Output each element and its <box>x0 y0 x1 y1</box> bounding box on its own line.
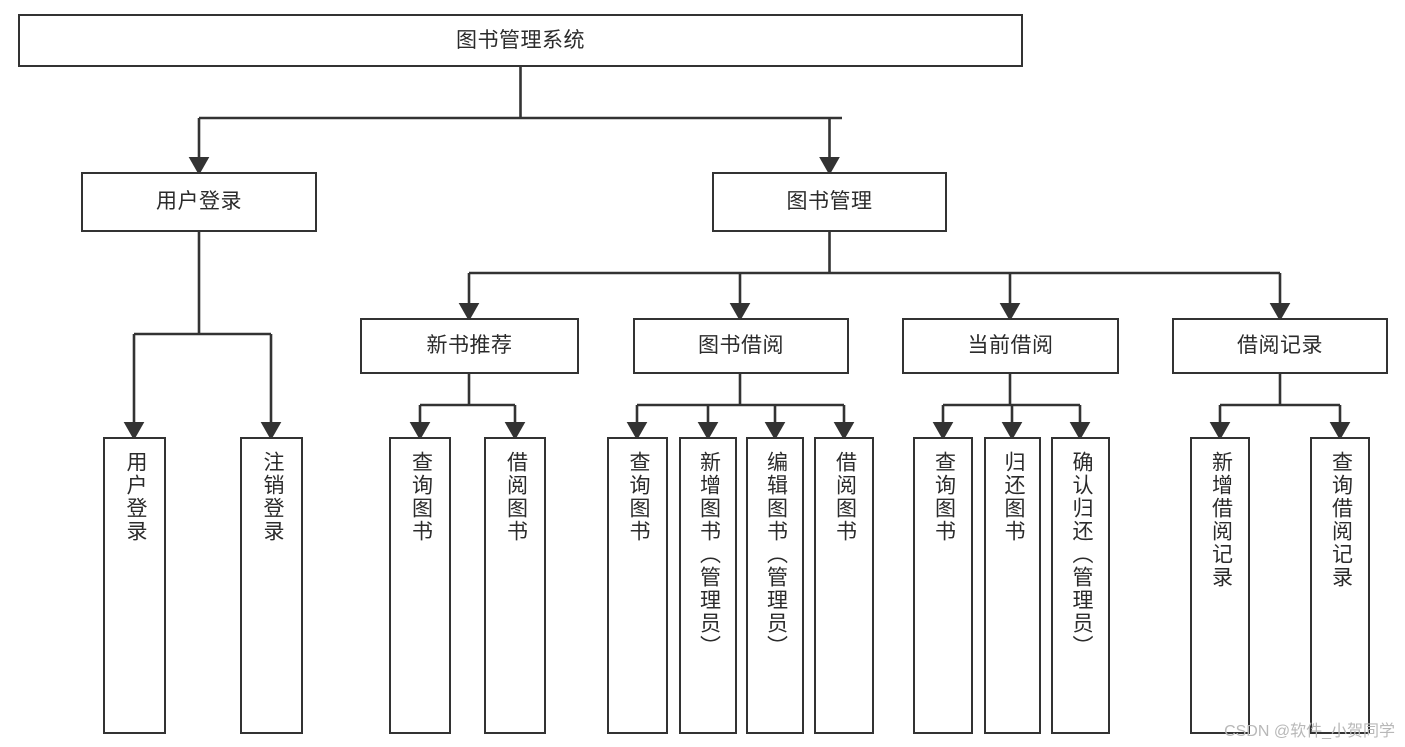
leaf-book-borrow-1[interactable]: 新增图书（管理员） <box>679 437 737 734</box>
leaf-book-borrow-0-label: 查询图书 <box>626 451 650 543</box>
leaf-book-borrow-3-label: 借阅图书 <box>833 451 857 543</box>
leaf-book-borrow-0[interactable]: 查询图书 <box>607 437 668 734</box>
leaf-user-login-1-label: 注销登录 <box>260 451 284 543</box>
leaf-user-login-0[interactable]: 用户登录 <box>103 437 166 734</box>
node-new-book-recommend[interactable]: 新书推荐 <box>360 318 579 374</box>
leaf-book-borrow-3[interactable]: 借阅图书 <box>814 437 874 734</box>
node-book-borrow[interactable]: 图书借阅 <box>633 318 849 374</box>
leaf-current-borrow-1[interactable]: 归还图书 <box>984 437 1041 734</box>
leaf-new-book-0[interactable]: 查询图书 <box>389 437 451 734</box>
leaf-borrow-record-1[interactable]: 查询借阅记录 <box>1310 437 1370 734</box>
node-user-login-label: 用户登录 <box>156 190 242 214</box>
node-root[interactable]: 图书管理系统 <box>18 14 1023 67</box>
node-user-login[interactable]: 用户登录 <box>81 172 317 232</box>
leaf-new-book-1[interactable]: 借阅图书 <box>484 437 546 734</box>
leaf-current-borrow-1-label: 归还图书 <box>1001 451 1025 543</box>
leaf-book-borrow-2[interactable]: 编辑图书（管理员） <box>746 437 804 734</box>
leaf-current-borrow-0[interactable]: 查询图书 <box>913 437 973 734</box>
node-book-manage-label: 图书管理 <box>786 190 873 214</box>
node-borrow-record[interactable]: 借阅记录 <box>1172 318 1388 374</box>
leaf-current-borrow-0-label: 查询图书 <box>932 451 956 543</box>
leaf-new-book-1-label: 借阅图书 <box>504 451 528 543</box>
leaf-borrow-record-1-label: 查询借阅记录 <box>1329 451 1353 589</box>
csdn-watermark: CSDN @软件_小贺同学 <box>1224 723 1395 740</box>
leaf-current-borrow-2-label: 确认归还（管理员） <box>1069 451 1093 658</box>
node-new-book-recommend-label: 新书推荐 <box>426 334 513 358</box>
node-book-borrow-label: 图书借阅 <box>698 334 784 358</box>
leaf-book-borrow-2-label: 编辑图书（管理员） <box>764 451 788 658</box>
node-root-label: 图书管理系统 <box>456 28 585 52</box>
node-borrow-record-label: 借阅记录 <box>1237 334 1323 358</box>
node-book-manage[interactable]: 图书管理 <box>712 172 947 232</box>
leaf-user-login-0-label: 用户登录 <box>123 451 147 543</box>
leaf-borrow-record-0-label: 新增借阅记录 <box>1209 451 1233 589</box>
leaf-new-book-0-label: 查询图书 <box>409 451 433 543</box>
node-current-borrow-label: 当前借阅 <box>967 334 1054 358</box>
leaf-user-login-1[interactable]: 注销登录 <box>240 437 303 734</box>
leaf-current-borrow-2[interactable]: 确认归还（管理员） <box>1051 437 1110 734</box>
node-current-borrow[interactable]: 当前借阅 <box>902 318 1119 374</box>
leaf-borrow-record-0[interactable]: 新增借阅记录 <box>1190 437 1250 734</box>
leaf-book-borrow-1-label: 新增图书（管理员） <box>697 451 721 658</box>
